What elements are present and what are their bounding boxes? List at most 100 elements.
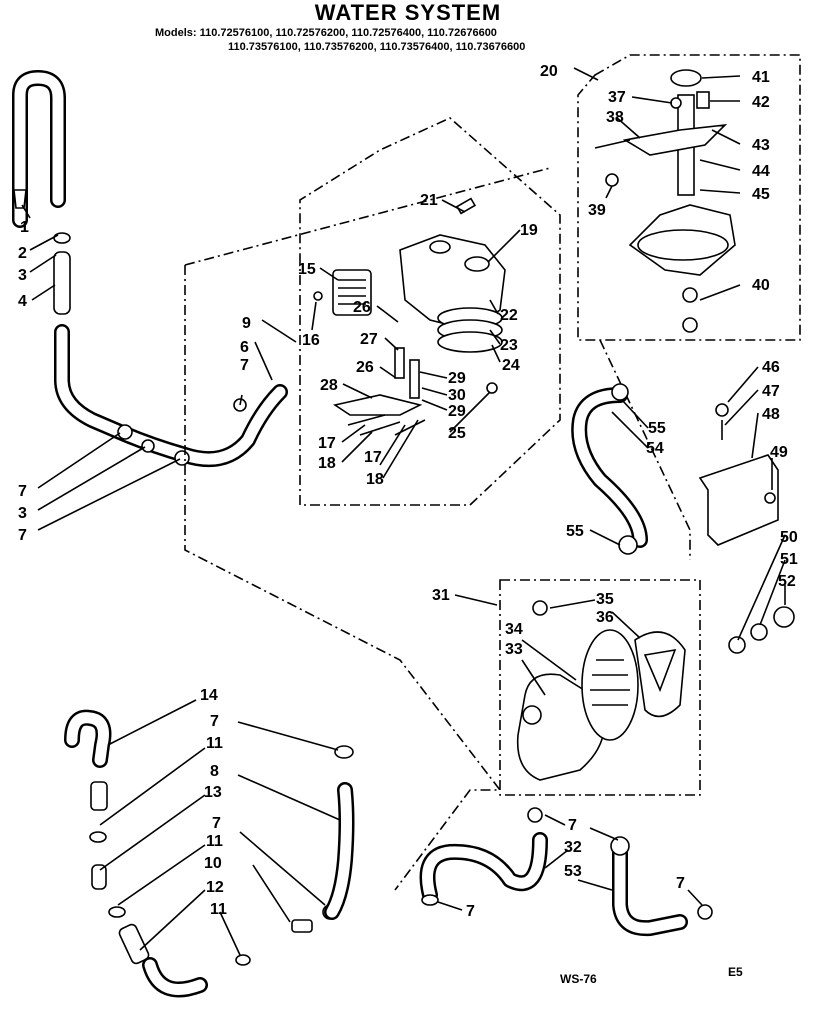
callout: 33 [505,641,523,658]
filter-cover [634,631,686,718]
connector [291,919,313,933]
clamp [174,450,190,466]
screw [764,492,776,504]
callout: 26 [353,299,371,316]
clamp [141,439,155,453]
pump-hose [571,387,648,548]
hose-clip [13,189,27,209]
callout-labels: 1 2 3 4 7 3 7 6 7 9 16 15 26 27 26 28 17… [18,63,798,920]
washer [108,906,126,918]
leader-lines [21,67,786,956]
callout: 18 [318,455,336,472]
filter-knob [532,600,548,616]
callout: 3 [18,505,27,522]
callout: 27 [360,331,378,348]
screw [313,291,323,301]
callout: 23 [500,337,518,354]
callout: 7 [240,357,249,374]
callout: 41 [752,69,770,86]
callout: 46 [762,359,780,376]
callout: 28 [320,377,338,394]
callout: 43 [752,137,770,154]
valve-outer-frame [184,265,502,891]
callout: 18 [366,471,384,488]
washer [89,831,107,843]
drain-hose-right [612,842,688,937]
callout: 7 [18,527,27,544]
valve-inlet [429,240,451,254]
drawing-code: WS-76 [560,972,597,986]
washer [235,954,251,966]
filter-screen [581,629,639,741]
mounting-bracket [698,454,779,546]
callout: 50 [780,529,798,546]
callout: 42 [752,94,770,111]
inlet-hose-left [64,709,112,768]
callout: 34 [505,621,523,638]
callout: 48 [762,406,780,423]
callout: 2 [18,245,27,262]
screw [486,382,498,394]
filter-group-frame [499,579,701,796]
pump-group-frame [577,54,801,341]
callout: 14 [200,687,218,704]
callout: 19 [520,222,538,239]
seal [682,317,698,333]
callout: 35 [596,591,614,608]
solenoid-coil [437,331,503,353]
callout: 12 [206,879,224,896]
callout: 47 [762,383,780,400]
callout: 29 [448,370,466,387]
callout: 4 [18,293,27,310]
callout: 54 [646,440,664,457]
washer [728,636,746,654]
callout: 55 [648,420,666,437]
callout: 7 [466,903,475,920]
callout: 37 [608,89,626,106]
link-line [184,167,551,266]
models-line-2: 110.73576100, 110.73576200, 110.73576400… [228,41,526,53]
callout: 40 [752,277,770,294]
washer [334,745,354,759]
pulley [670,69,702,87]
seal [682,287,698,303]
callout: 30 [448,387,466,404]
callout: 44 [752,163,770,180]
callout: 8 [210,763,219,780]
clamp [697,904,713,920]
callout: 7 [210,713,219,730]
washer [53,232,71,244]
callout: 13 [204,784,222,801]
callout: 21 [420,192,438,209]
callout: 7 [18,483,27,500]
callout: 11 [210,901,227,918]
callout: 16 [302,332,320,349]
bracket [455,197,477,215]
callout: 7 [676,875,685,892]
filter-cap [522,705,542,725]
connector-tube [53,251,71,315]
page-code: E5 [728,965,743,979]
flow-washer [332,394,423,416]
callout: 11 [206,833,223,850]
callout: 7 [568,817,577,834]
spring [409,359,420,399]
valve-group-frame [299,117,561,506]
impeller [637,229,729,261]
collar [696,91,710,109]
page-title: WATER SYSTEM [314,0,502,25]
clamp [611,383,629,401]
callout: 11 [206,735,223,752]
washer [750,623,768,641]
callout: 29 [448,403,466,420]
callout: 52 [778,573,796,590]
callout: 38 [606,109,624,126]
callout: 51 [780,551,798,568]
callout: 55 [566,523,584,540]
callout: 10 [204,855,222,872]
callout: 26 [356,359,374,376]
connector-tube [90,781,108,811]
callout: 49 [770,444,788,461]
washer [527,807,543,823]
callout: 25 [448,425,466,442]
